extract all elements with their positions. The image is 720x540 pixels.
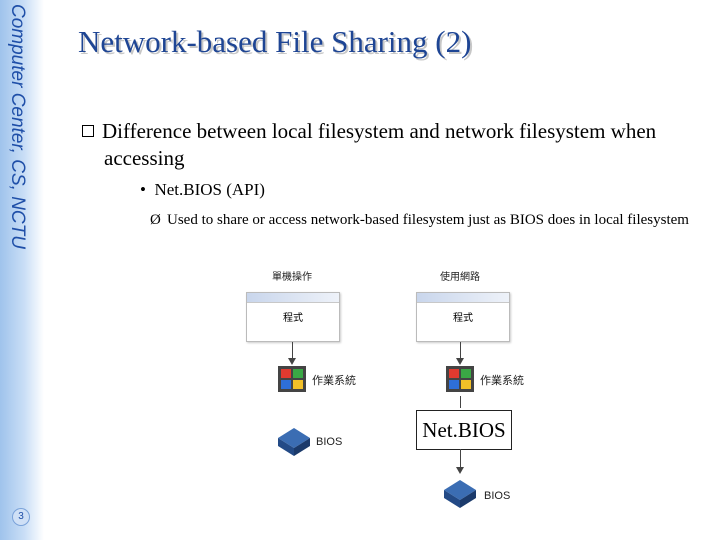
right-program-label: 程式 bbox=[453, 313, 473, 324]
checkbox-bullet-icon bbox=[82, 125, 94, 137]
bullet-level3-text: Used to share or access network-based fi… bbox=[167, 212, 689, 228]
right-program-window: 程式 bbox=[416, 292, 510, 342]
arrow-bullet-icon: Ø bbox=[150, 212, 161, 228]
right-bios-chip-icon bbox=[444, 480, 476, 508]
bullet-level2: • Net.BIOS (API) bbox=[140, 180, 265, 200]
right-header: 使用網路 bbox=[440, 272, 480, 283]
netbios-box: Net.BIOS bbox=[416, 410, 512, 450]
sidebar: Computer Center, CS, NCTU 3 bbox=[0, 0, 44, 540]
sidebar-label: Computer Center, CS, NCTU bbox=[7, 4, 28, 249]
page-number: 3 bbox=[12, 508, 30, 526]
bullet-level2-text: Net.BIOS (API) bbox=[154, 180, 265, 199]
left-windows-logo-icon bbox=[278, 366, 306, 392]
left-header: 單機操作 bbox=[272, 272, 312, 283]
left-bios-chip-icon bbox=[278, 428, 310, 456]
bullet-level1: Difference between local filesystem and … bbox=[82, 118, 714, 172]
dot-bullet-icon: • bbox=[140, 180, 146, 199]
left-program-label: 程式 bbox=[283, 313, 303, 324]
left-bios-label: BIOS bbox=[316, 436, 343, 448]
right-windows-logo-icon bbox=[446, 366, 474, 392]
right-os-label: 作業系統 bbox=[480, 375, 524, 387]
filesystem-diagram: 單機操作 程式 作業系統 BIOS 使用網路 程式 作業系統 Net.BIOS bbox=[244, 260, 544, 520]
slide-title: Network-based File Sharing (2) bbox=[78, 24, 472, 59]
left-os-label: 作業系統 bbox=[312, 375, 356, 387]
left-program-window: 程式 bbox=[246, 292, 340, 342]
bullet-level1-text: Difference between local filesystem and … bbox=[102, 119, 657, 170]
right-bios-label: BIOS bbox=[484, 490, 511, 502]
bullet-level3: Ø Used to share or access network-based f… bbox=[150, 210, 697, 230]
